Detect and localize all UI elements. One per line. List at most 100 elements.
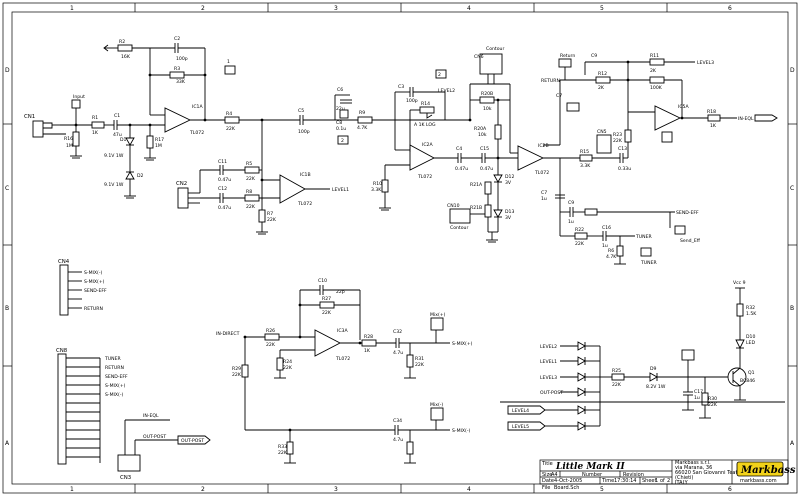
d10-value: LED	[746, 340, 755, 346]
row-label: B	[5, 305, 9, 312]
r25-value: 22K	[612, 382, 622, 388]
cn6-connector	[479, 53, 503, 75]
col-label: 4	[467, 486, 471, 493]
c11-label: C11	[218, 159, 227, 165]
r1-label: R1	[92, 115, 98, 121]
return-top-label: Return	[560, 53, 575, 59]
col-label: 1	[70, 486, 74, 493]
r17-value: 1M	[155, 143, 162, 149]
ic1-label: 1	[227, 59, 230, 65]
r13-value: 2K	[650, 68, 657, 74]
c1-value: 47u	[113, 132, 122, 138]
title-block	[539, 459, 789, 485]
ic-fbox	[435, 69, 447, 79]
company-line: (Chieti)	[675, 475, 693, 481]
ic2a-part: TL072	[417, 174, 432, 180]
c8-label: C8	[336, 120, 342, 126]
r22-resistor	[574, 232, 588, 240]
r21b-label: R21B	[470, 205, 482, 211]
r1-value: 1K	[92, 130, 99, 136]
vcc-label: Vcc 9	[733, 280, 746, 286]
cn4-pin: SEND-EFF	[84, 288, 107, 294]
r16-label: R16	[64, 136, 73, 142]
outer-frame	[2, 2, 798, 494]
r30-label: R30	[708, 396, 717, 402]
ic1b-opamp	[279, 174, 306, 204]
r4-value: 22K	[226, 126, 236, 132]
cn2-connector	[177, 187, 189, 209]
r18-resistor	[707, 114, 721, 122]
c3-label: C3	[398, 84, 404, 90]
q1-label: Q1	[748, 370, 755, 376]
r18-label: R18	[707, 109, 716, 115]
r9-value: 4.7K	[357, 125, 368, 131]
r20b-label: R20B	[481, 91, 493, 97]
r12-resistor	[595, 76, 611, 84]
c2-label: C2	[174, 36, 180, 42]
tuner-testpoint	[640, 247, 652, 257]
r23-label: R23	[613, 132, 622, 138]
d1-diode	[125, 137, 135, 146]
c-top-label: C9	[591, 53, 597, 59]
r-smix-minus-resistor	[406, 441, 414, 455]
sendeff-net: SEND-EFF	[676, 210, 699, 216]
r14-value: A 1K LOG	[414, 122, 436, 128]
ic5a-opamp	[654, 105, 682, 131]
r8-value: 22K	[246, 204, 256, 210]
cn5-label: CN5	[597, 129, 607, 135]
r6-resistor	[616, 245, 624, 257]
r20a-label: R20A	[474, 126, 487, 132]
ic2b-opamp	[517, 145, 545, 171]
company-line: ITALY	[675, 480, 689, 486]
cn8-pin: TUNER	[104, 356, 122, 362]
company-line: 66020 San Giovanni Teatino	[675, 470, 745, 476]
c8-value: 0.1u	[336, 126, 346, 132]
d13-value: 3V	[505, 215, 512, 221]
tuner-net: TUNER	[635, 234, 653, 240]
r22-value: 22K	[575, 241, 585, 247]
level5-port	[507, 421, 546, 431]
r2-resistor	[117, 44, 133, 52]
cn3-out-post-net: OUT-POST	[143, 434, 166, 440]
mix-minus-label: Mix(-)	[430, 402, 443, 408]
r29-value: 22K	[232, 372, 242, 378]
r14-pot	[419, 106, 435, 114]
input-jack-cn1	[32, 120, 66, 138]
d-level: LEVEL3	[540, 375, 557, 381]
cn8-pin: S-MIX(+)	[105, 383, 126, 389]
d9-label: D9	[650, 366, 657, 372]
r16-value: 1M	[66, 143, 73, 149]
cn4-connector	[59, 264, 69, 316]
c12-label: C12	[218, 186, 227, 192]
r17-resistor	[146, 135, 154, 149]
r33-label: R33	[278, 444, 287, 450]
r4-resistor	[224, 116, 240, 124]
c1-label: C1	[114, 113, 120, 119]
title-value: Little Mark II	[555, 462, 625, 472]
r1-resistor	[91, 121, 105, 129]
cn10-connector	[449, 208, 471, 224]
cn4-label: CN4	[58, 259, 70, 265]
level4-port	[507, 405, 546, 415]
r31-value: 22K	[415, 362, 425, 368]
c16-value: 1u	[602, 243, 608, 249]
level2-net-top: LEVEL2	[438, 88, 455, 94]
r9-label: R9	[359, 110, 365, 116]
inner-frame	[11, 11, 789, 485]
c5-value: 100p	[298, 129, 310, 135]
c32-label: C32	[393, 329, 402, 335]
c16-label: C16	[602, 225, 611, 231]
r28-label: R28	[364, 334, 373, 340]
r32-label: R32	[746, 305, 755, 311]
r26-label: R26	[266, 328, 275, 334]
level1-net: LEVEL1	[332, 187, 349, 193]
cn10-contour: Contour	[450, 225, 468, 231]
r11-value: 100K	[650, 85, 663, 91]
column-tick-marks	[3, 3, 797, 493]
ic3a-opamp	[314, 329, 341, 357]
row-label: B	[790, 305, 794, 312]
r30-value: 22K	[708, 402, 718, 408]
ic3a-label: IC3A	[337, 328, 348, 334]
d2-label: D2	[137, 173, 144, 179]
